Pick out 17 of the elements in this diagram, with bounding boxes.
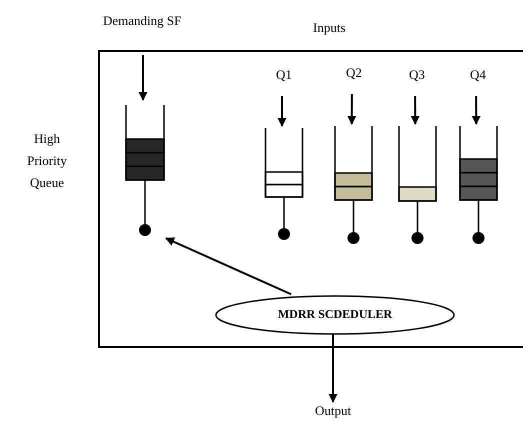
- text-label: Q2: [346, 64, 362, 82]
- scheduler-label: MDRR SCDEDULER: [276, 306, 394, 322]
- arrow: [138, 55, 148, 101]
- text-label: Q4: [470, 66, 486, 84]
- arrow: [328, 333, 338, 403]
- text-label: Q1: [276, 66, 292, 84]
- arrow: [472, 96, 481, 125]
- arrow: [278, 96, 286, 127]
- text-label: High Priority Queue: [26, 130, 68, 192]
- arrow: [410, 96, 420, 125]
- arrow: [347, 94, 356, 125]
- text-label: Q3: [409, 66, 425, 84]
- arrow: [165, 237, 292, 296]
- text-label: Demanding SF: [103, 12, 182, 30]
- system-frame: [98, 50, 523, 348]
- text-label: Inputs: [313, 19, 346, 37]
- text-label: Output: [314, 402, 352, 420]
